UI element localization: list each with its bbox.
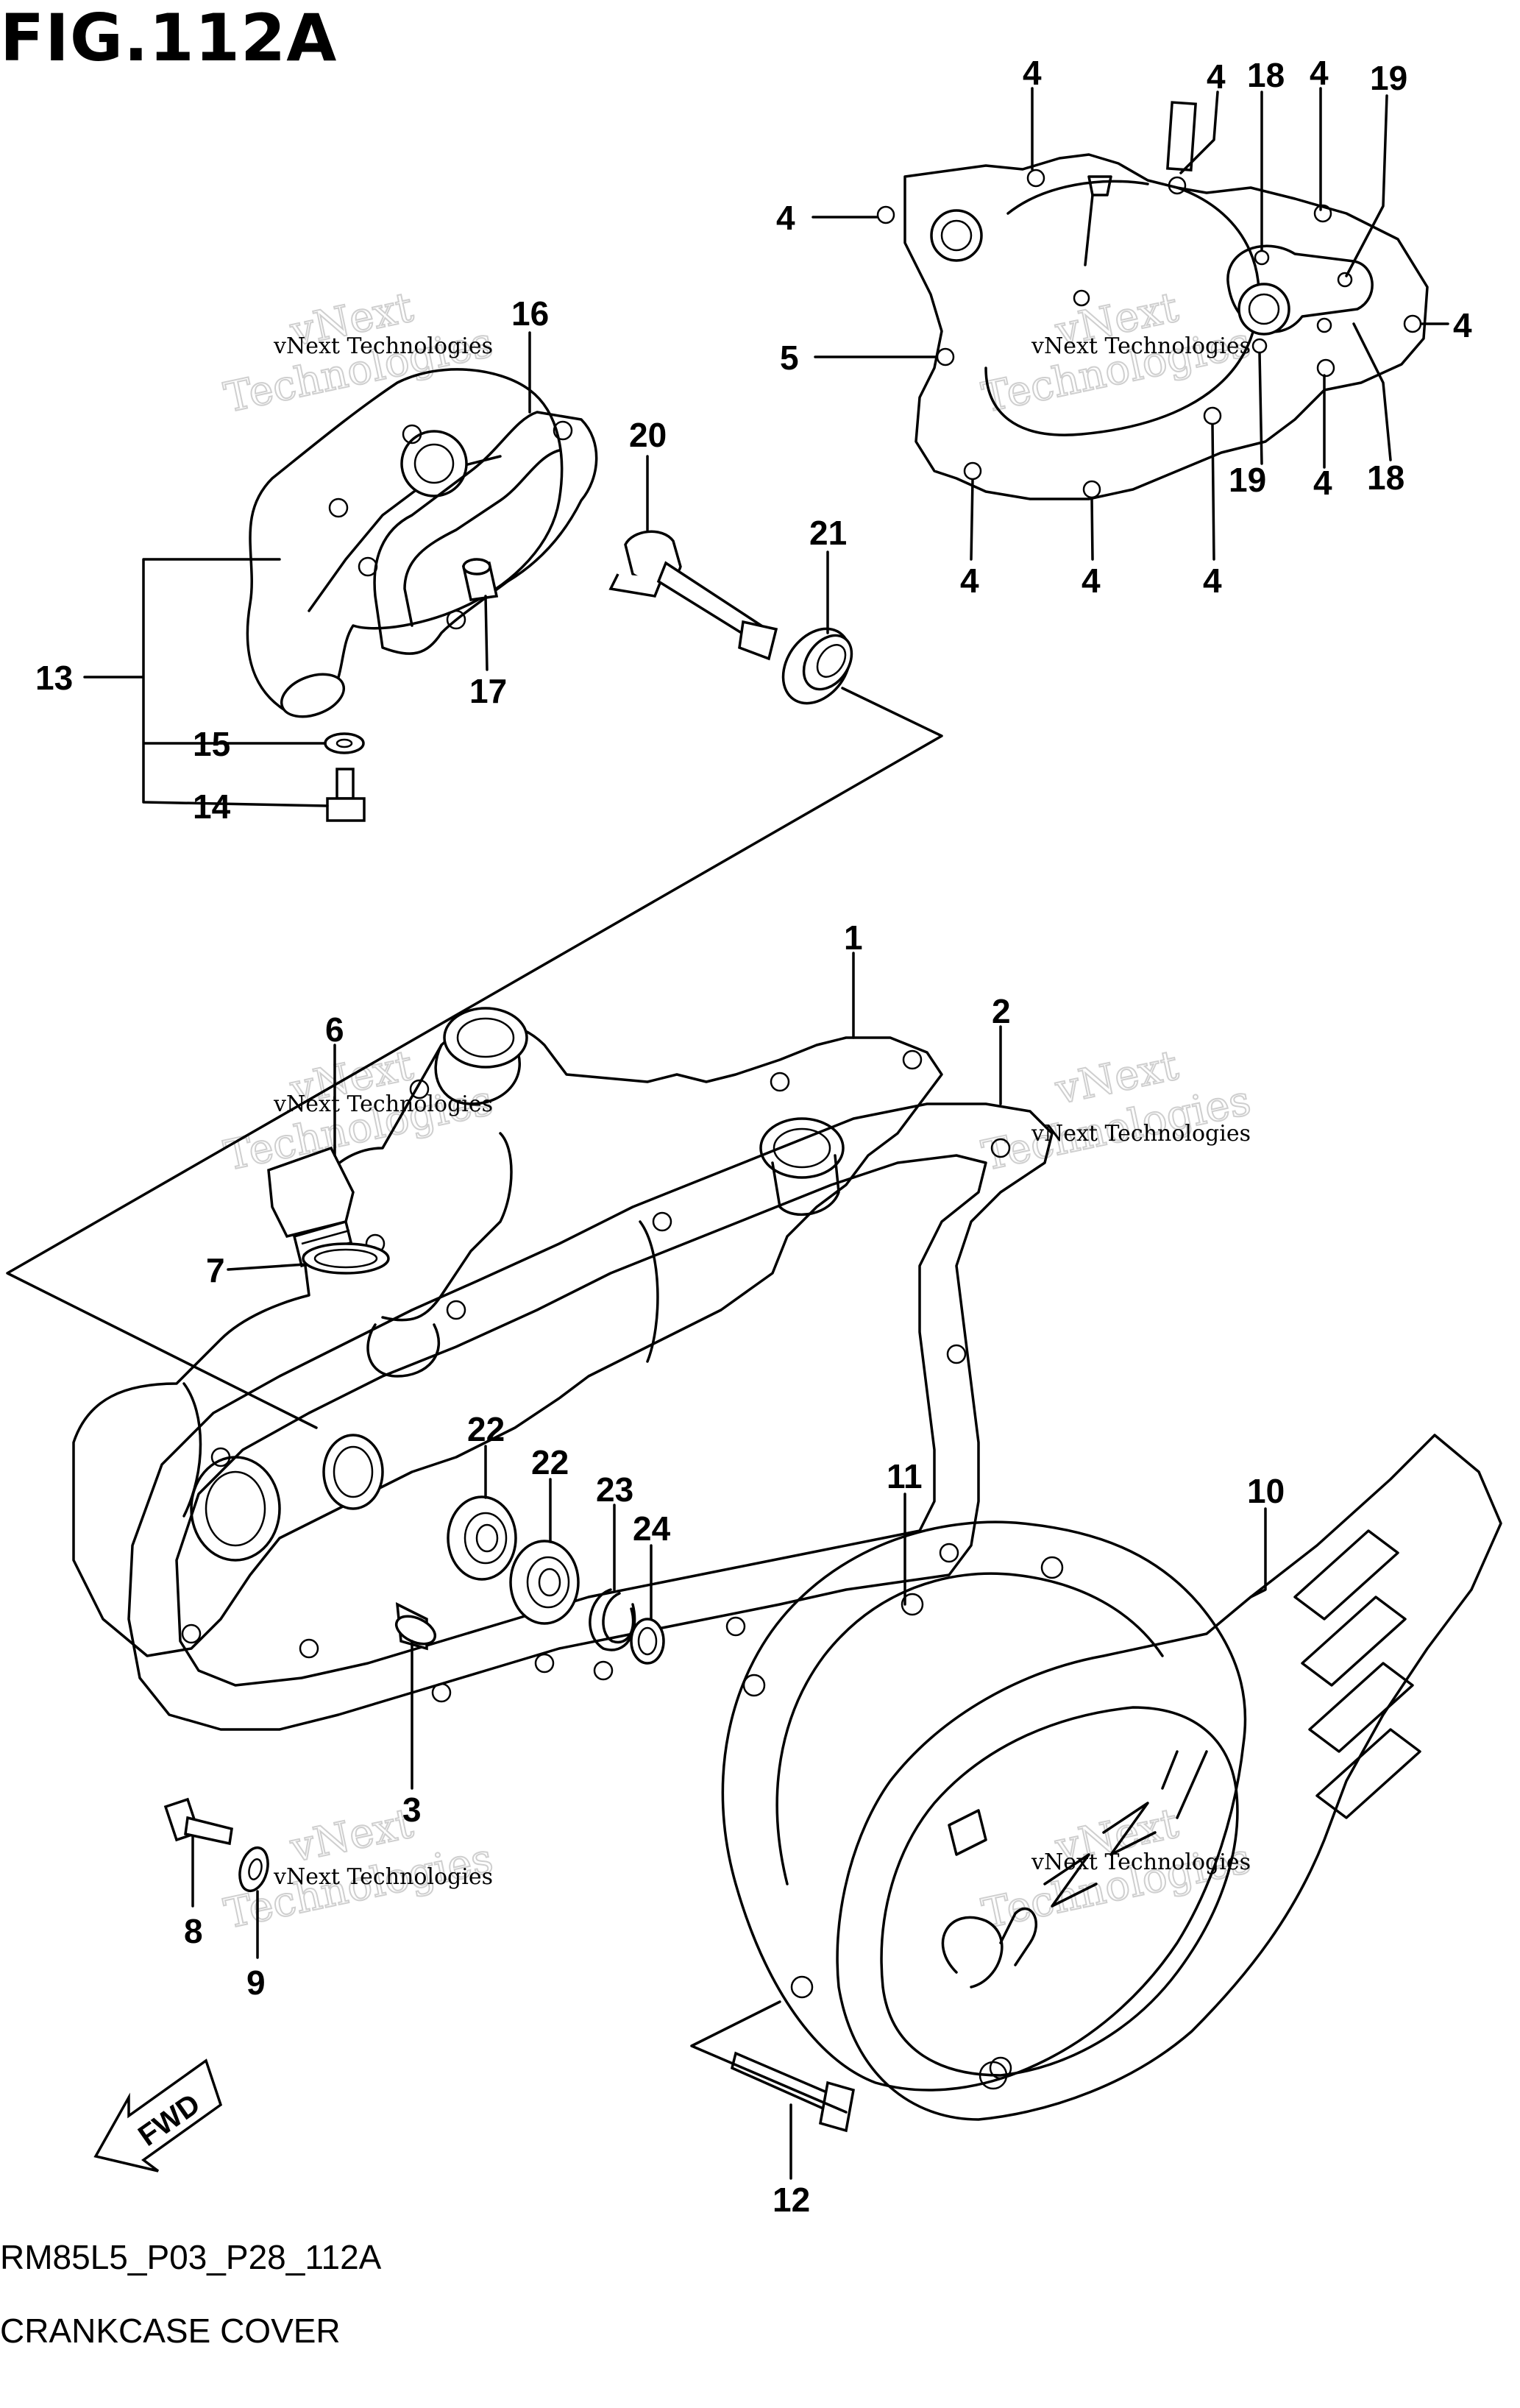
figure-title: FIG.112A — [0, 0, 338, 76]
washer-24 — [630, 1618, 665, 1665]
callout-16: 16 — [511, 294, 549, 333]
callout-7: 7 — [206, 1251, 225, 1289]
dowel-pin-17 — [461, 558, 499, 601]
callout-4: 4 — [1023, 54, 1042, 92]
watermark-text: vNext Technologies — [273, 1091, 493, 1117]
crankcase-gasket-2 — [127, 1102, 1054, 1731]
callout-18: 18 — [1367, 458, 1404, 497]
bolt-12 — [730, 2051, 856, 2133]
suzuki-logo-emblem — [941, 1750, 1208, 1989]
bolt-14 — [326, 768, 366, 822]
bearing-22b — [509, 1540, 580, 1625]
water-pump-gasket — [373, 411, 598, 655]
callout-19: 19 — [1370, 59, 1407, 97]
dowel-pin-3 — [394, 1602, 437, 1651]
callout-4: 4 — [960, 562, 979, 600]
callout-4: 4 — [1203, 562, 1222, 600]
figure-code: RM85L5_P03_P28_112A — [0, 2238, 382, 2276]
callout-22: 22 — [467, 1410, 505, 1448]
circlip-23 — [589, 1588, 636, 1651]
callout-labels: 4 4 18 4 19 4 4 5 19 4 18 4 4 4 16 20 21… — [35, 54, 1472, 2219]
washer-9 — [238, 1846, 269, 1893]
callout-5: 5 — [780, 339, 799, 377]
callout-1: 1 — [844, 918, 863, 957]
magneto-cover-11 — [721, 1520, 1247, 2092]
callout-18: 18 — [1247, 56, 1285, 94]
watermark-text: vNext Technologies — [273, 1864, 493, 1890]
callout-13: 13 — [35, 659, 73, 697]
bolt-8 — [163, 1797, 233, 1846]
callout-21: 21 — [809, 514, 847, 552]
callout-4: 4 — [1453, 306, 1472, 344]
callout-4: 4 — [1082, 562, 1101, 600]
callout-10: 10 — [1247, 1472, 1285, 1510]
watermark-group: Technologies Technologies Technologies T… — [219, 283, 1255, 1939]
figure-name: CRANKCASE COVER — [0, 2312, 341, 2350]
watermark-text: vNext Technologies — [1031, 333, 1251, 359]
callout-12: 12 — [773, 2181, 810, 2219]
callout-14: 14 — [193, 787, 231, 826]
callout-15: 15 — [193, 725, 230, 763]
callout-19: 19 — [1229, 461, 1266, 499]
callout-22: 22 — [531, 1443, 569, 1481]
callout-8: 8 — [184, 1912, 203, 1950]
callout-4: 4 — [1310, 54, 1329, 92]
oil-seal-21 — [781, 627, 853, 705]
watermark-text: vNext Technologies — [273, 333, 493, 359]
callout-23: 23 — [596, 1470, 633, 1509]
callout-11: 11 — [887, 1457, 923, 1495]
o-ring-7 — [302, 1242, 390, 1275]
fwd-arrow-icon: FWD — [93, 2058, 223, 2172]
watermark-text: vNext Technologies — [1031, 1849, 1251, 1875]
crankcase-cover-1 — [72, 1007, 943, 1657]
callout-4: 4 — [1207, 57, 1226, 96]
callout-2: 2 — [992, 992, 1011, 1030]
impeller-shaft-20 — [608, 530, 778, 661]
callout-17: 17 — [469, 672, 507, 710]
callout-20: 20 — [629, 416, 667, 454]
outer-cover-10 — [836, 1434, 1502, 2121]
watermark-text: vNext Technologies — [1031, 1121, 1251, 1147]
callout-24: 24 — [633, 1509, 671, 1548]
callout-6: 6 — [325, 1010, 344, 1049]
leader-lines — [83, 87, 1449, 2180]
washer-15 — [324, 732, 365, 754]
inner-cover-plate — [876, 101, 1429, 500]
water-pump-cover — [246, 368, 564, 718]
bearing-22a — [447, 1495, 517, 1581]
callout-4: 4 — [1313, 464, 1332, 502]
callout-9: 9 — [246, 1963, 266, 2002]
callout-4: 4 — [776, 199, 795, 237]
callout-3: 3 — [402, 1791, 422, 1829]
